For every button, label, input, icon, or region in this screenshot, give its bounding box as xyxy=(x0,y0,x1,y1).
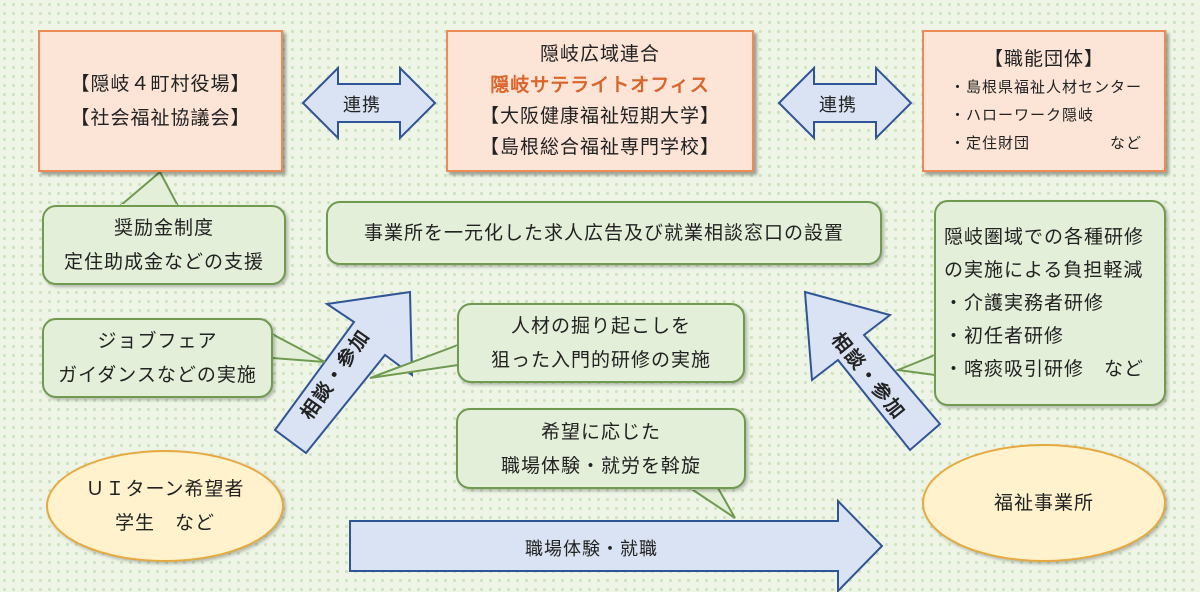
right-link-arrow xyxy=(777,65,913,141)
oki-union-line1: 隠岐広域連合 xyxy=(539,43,660,65)
job-fair-bubble: ジョブフェア ガイダンスなどの実施 xyxy=(42,318,273,398)
satellite-office-label: 隠岐サテライトオフィス xyxy=(490,74,710,96)
municipal-offices-line1: 【隠岐４町村役場】 xyxy=(70,73,251,95)
job-fair-line2: ガイダンスなどの実施 xyxy=(58,364,257,386)
training-item: ・介護実務者研修 xyxy=(944,291,1105,314)
intro-training-bubble: 人材の掘り起こしを 狙った入門的研修の実施 xyxy=(457,303,745,383)
bottom-arrow-label: 職場体験・就職 xyxy=(525,539,658,560)
training-bubble-tail xyxy=(894,353,936,377)
training-item: ・喀痰吸引研修 など xyxy=(944,357,1145,380)
left-diag-arrow xyxy=(273,290,414,455)
municipal-offices-box: 【隠岐４町村役場】 【社会福祉協議会】 xyxy=(38,30,283,172)
central-service-bubble: 事業所を一元化した求人広告及び就業相談窓口の設置 xyxy=(326,201,882,265)
welfare-office-text: 福祉事業所 xyxy=(993,492,1094,514)
u-i-turn-line2: 学生 など xyxy=(114,512,215,534)
job-fair-line1: ジョブフェア xyxy=(97,330,218,352)
incentive-line1: 奨励金制度 xyxy=(113,217,214,239)
intro-training-line2: 狙った入門的研修の実施 xyxy=(490,349,711,371)
municipal-offices-line2: 【社会福祉協議会】 xyxy=(70,107,251,129)
placement-line2: 職場体験・就労を斡旋 xyxy=(500,454,701,477)
left-link-label: 連携 xyxy=(343,95,381,116)
professional-groups-title: 【職能団体】 xyxy=(983,48,1104,70)
oki-union-line4: 【島根総合福祉専門学校】 xyxy=(479,136,720,158)
placement-bubble: 希望に応じた 職場体験・就労を斡旋 xyxy=(456,408,746,489)
right-diag-arrow xyxy=(803,290,942,452)
u-i-turn-line1: ＵＩターン希望者 xyxy=(85,478,245,500)
professional-groups-box: 【職能団体】 ・島根県福祉人材センター ・ハローワーク隠岐 ・定住財団 など xyxy=(922,30,1166,172)
incentive-bubble: 奨励金制度 定住助成金などの支援 xyxy=(42,205,286,285)
right-link-label: 連携 xyxy=(819,95,857,116)
intro-training-line1: 人材の掘り起こしを xyxy=(510,315,691,337)
oki-union-box: 隠岐広域連合 隠岐サテライトオフィス 【大阪健康福祉短期大学】 【島根総合福祉専… xyxy=(446,30,754,172)
bottom-arrow xyxy=(349,498,884,592)
job-fair-bubble-tail xyxy=(271,332,326,363)
placement-line1: 希望に応じた xyxy=(540,420,661,443)
central-service-text: 事業所を一元化した求人広告及び就業相談窓口の設置 xyxy=(363,222,844,244)
oki-union-line3: 【大阪健康福祉短期大学】 xyxy=(479,105,720,127)
professional-group-item: ・島根県福祉人材センター xyxy=(950,78,1143,96)
training-item: ・初任者研修 xyxy=(944,324,1065,347)
left-link-arrow xyxy=(301,65,437,141)
welfare-office-oval: 福祉事業所 xyxy=(922,444,1166,562)
training-line2: の実施による負担軽減 xyxy=(944,258,1144,281)
training-bubble: 隠岐圏域での各種研修 の実施による負担軽減 ・介護実務者研修 ・初任者研修 ・喀… xyxy=(934,200,1166,406)
professional-group-item: ・ハローワーク隠岐 xyxy=(950,106,1095,124)
incentive-line2: 定住助成金などの支援 xyxy=(63,251,264,273)
professional-group-item: ・定住財団 など xyxy=(950,134,1143,152)
u-i-turn-oval: ＵＩターン希望者 学生 など xyxy=(46,450,284,562)
training-line1: 隠岐圏域での各種研修 xyxy=(944,225,1145,248)
placement-bubble-tail xyxy=(686,487,736,519)
incentive-bubble-tail xyxy=(117,170,180,207)
